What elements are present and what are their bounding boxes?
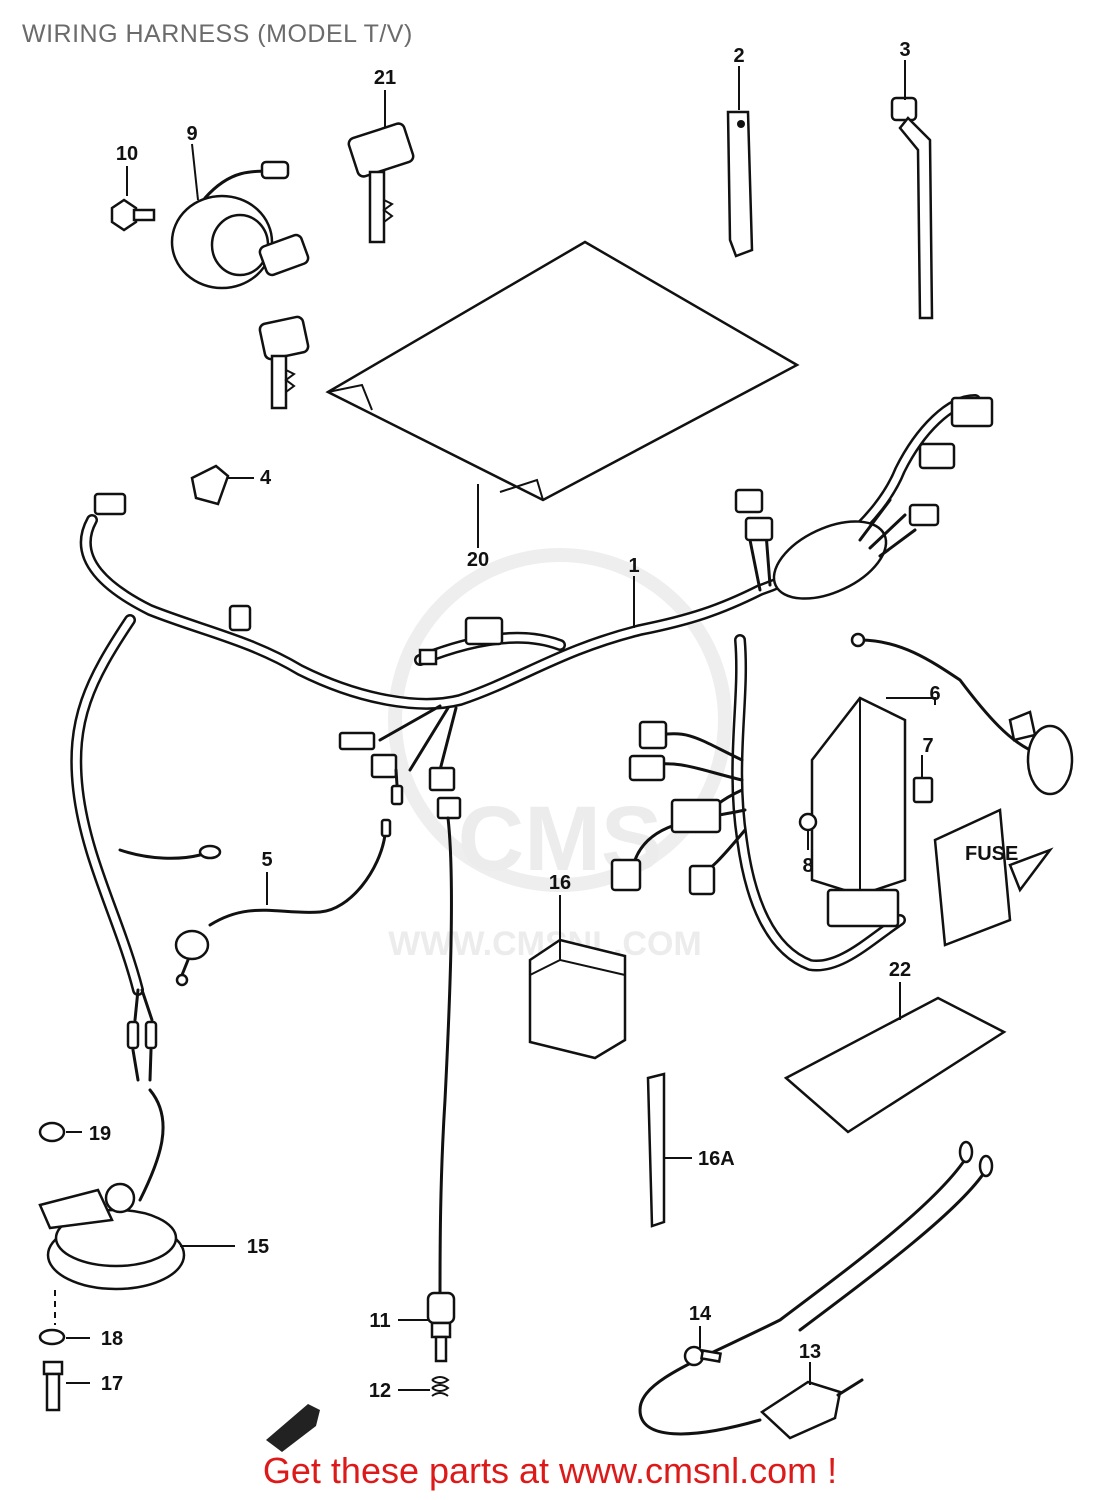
part-11-switch [426,816,456,1363]
label-part-2: 2 [733,45,744,67]
label-part-15: 15 [247,1236,269,1258]
label-part-17: 17 [101,1373,123,1395]
label-part-9: 9 [186,123,197,145]
part-21-key [347,122,415,244]
label-part-4: 4 [260,467,272,489]
label-part-21: 21 [374,67,396,89]
label-part-11: 11 [369,1310,390,1332]
part-19-nut [38,1121,66,1143]
part-4-bracket [190,464,230,506]
label-part-13: 13 [799,1341,821,1363]
label-part-8: 8 [802,855,813,877]
forward-arrow-icon [266,1404,320,1452]
part-17-bolt [42,1290,64,1412]
label-part-18: 18 [101,1328,123,1350]
label-part-20: 20 [467,549,489,571]
part-8-screw [798,812,818,832]
label-part-22: 22 [889,959,911,981]
fuse-cover: FUSE [933,808,1054,947]
starter-relay-lead [850,632,1074,796]
part-15-horn [38,1088,186,1291]
part-20-sheet [325,240,800,502]
part-3-cable-tie [890,96,934,320]
part-12-spring [431,1376,450,1397]
label-part-16a: 16A [698,1148,735,1170]
leader-lines [66,60,936,1391]
part-18-washer [38,1328,66,1346]
part-14-screw [683,1345,723,1367]
part-7-fuse [912,776,934,804]
part-6-fuse-box [810,696,907,928]
label-part-5: 5 [261,849,272,871]
label-part-12: 12 [369,1380,391,1402]
label-part-14: 14 [689,1303,712,1325]
part-labels: 1 2 3 4 5 6 7 8 9 10 11 12 13 14 15 16 1… [89,39,941,1402]
part-5-ground-lead [174,818,392,987]
cms-watermark: CMS WWW.CMSNL.COM [388,548,732,963]
part-16a-strap [646,1072,666,1228]
diagram-title: WIRING HARNESS (MODEL T/V) [22,20,413,48]
label-part-16: 16 [549,872,571,894]
part-9-ignition-switch [170,160,310,410]
part-22-pad [783,996,1007,1134]
footer-link[interactable]: Get these parts at www.cmsnl.com ! [262,1450,838,1491]
label-part-3: 3 [899,39,910,61]
part-10-bolt [110,198,156,232]
fuse-cover-text: FUSE [965,843,1018,865]
label-part-7: 7 [922,735,933,757]
part-1-main-harness [70,394,994,1082]
part-13-switch [638,1140,994,1440]
part-2-clamp [726,110,754,258]
part-16-relay [528,938,627,1060]
label-part-6: 6 [929,683,940,705]
label-part-1: 1 [628,555,639,577]
label-part-10: 10 [116,143,138,165]
label-part-19: 19 [89,1123,111,1145]
